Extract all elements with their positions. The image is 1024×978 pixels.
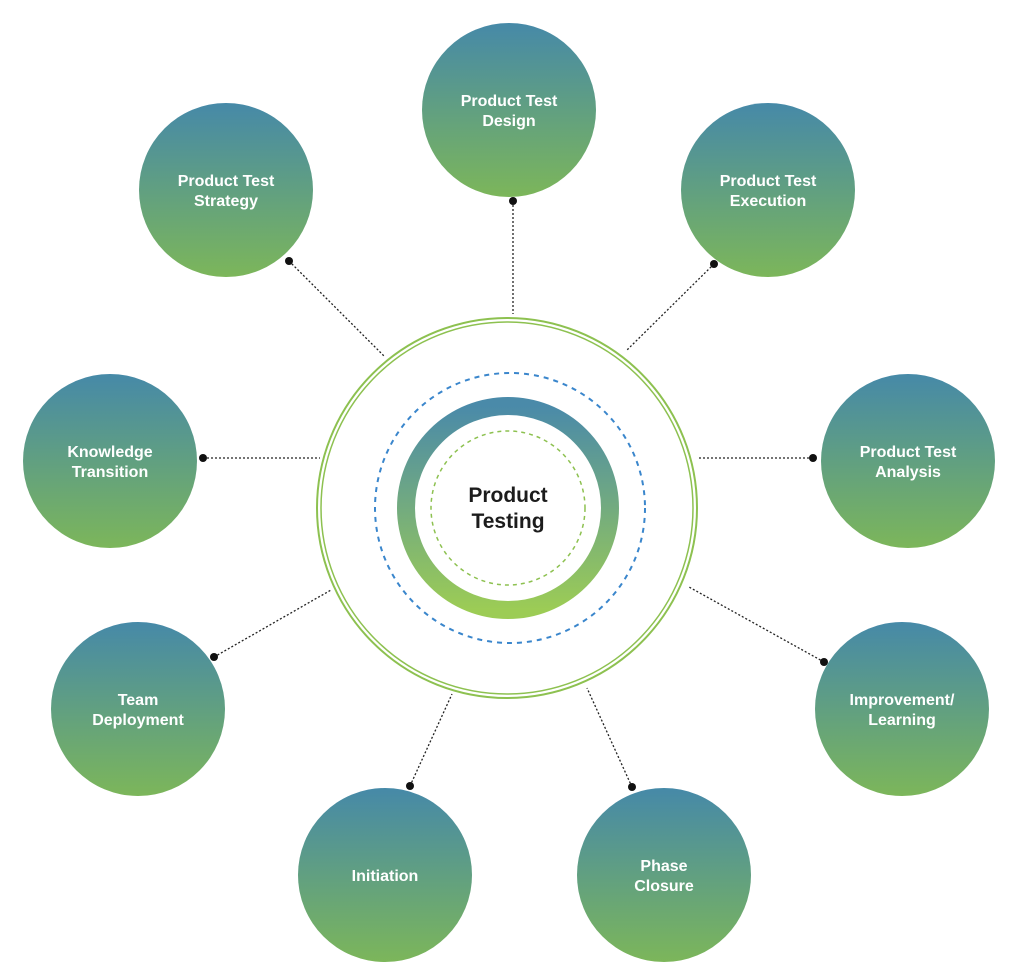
connector-dot-team-deployment <box>210 653 218 661</box>
node-label-line1: Initiation <box>352 868 419 885</box>
node-label-line2: Learning <box>868 712 936 729</box>
outer-ring-inner-line <box>320 321 694 695</box>
connector-dot-phase-closure <box>628 783 636 791</box>
node-circle <box>821 374 995 548</box>
connector-dot-initiation <box>406 782 414 790</box>
node-circle <box>139 103 313 277</box>
node-label-line2: Execution <box>730 193 806 210</box>
connector-dot-product-test-strategy <box>285 257 293 265</box>
node-label-line1: Improvement/ <box>850 692 955 709</box>
node-circle <box>577 788 751 962</box>
connector-dot-product-test-design <box>509 197 517 205</box>
node-label-line1: Team <box>118 692 159 709</box>
connectors <box>199 197 828 791</box>
node-label-line2: Deployment <box>92 712 184 729</box>
gradient-ring <box>397 397 619 619</box>
connector-dot-improvement-learning <box>820 658 828 666</box>
node-circle <box>422 23 596 197</box>
node-label-line1: Product Test <box>461 93 558 110</box>
center-hub: Product Testing <box>316 317 698 699</box>
node-circle <box>681 103 855 277</box>
node-label-line1: Product Test <box>860 444 957 461</box>
node-label-line2: Transition <box>72 464 148 481</box>
center-label-line2: Testing <box>471 510 544 533</box>
node-circle <box>298 788 472 962</box>
connector-team-deployment <box>213 589 332 658</box>
node-label-line1: Product Test <box>178 173 275 190</box>
node-improvement-learning: Improvement/Learning <box>815 622 989 796</box>
connector-dot-knowledge-transition <box>199 454 207 462</box>
connector-improvement-learning <box>688 586 825 663</box>
outer-ring <box>316 317 698 699</box>
node-circle <box>815 622 989 796</box>
node-label-line2: Strategy <box>194 193 258 210</box>
connector-phase-closure <box>586 687 633 788</box>
center-label-line1: Product <box>468 484 547 507</box>
node-label-line1: Knowledge <box>67 444 152 461</box>
connector-dot-product-test-analysis <box>809 454 817 462</box>
connector-initiation <box>409 693 453 787</box>
blue-dashed-ring <box>374 372 646 644</box>
node-circle <box>51 622 225 796</box>
node-circle <box>23 374 197 548</box>
connector-product-test-strategy <box>288 260 386 358</box>
green-dashed-ring <box>430 430 586 586</box>
connector-dot-product-test-execution <box>710 260 718 268</box>
node-label-line2: Analysis <box>875 464 941 481</box>
connector-product-test-execution <box>625 263 715 352</box>
node-label-line2: Closure <box>634 878 694 895</box>
node-label-line1: Phase <box>640 858 687 875</box>
node-label-line1: Product Test <box>720 173 817 190</box>
node-label-line2: Design <box>482 113 535 130</box>
node-initiation: Initiation <box>298 788 472 962</box>
